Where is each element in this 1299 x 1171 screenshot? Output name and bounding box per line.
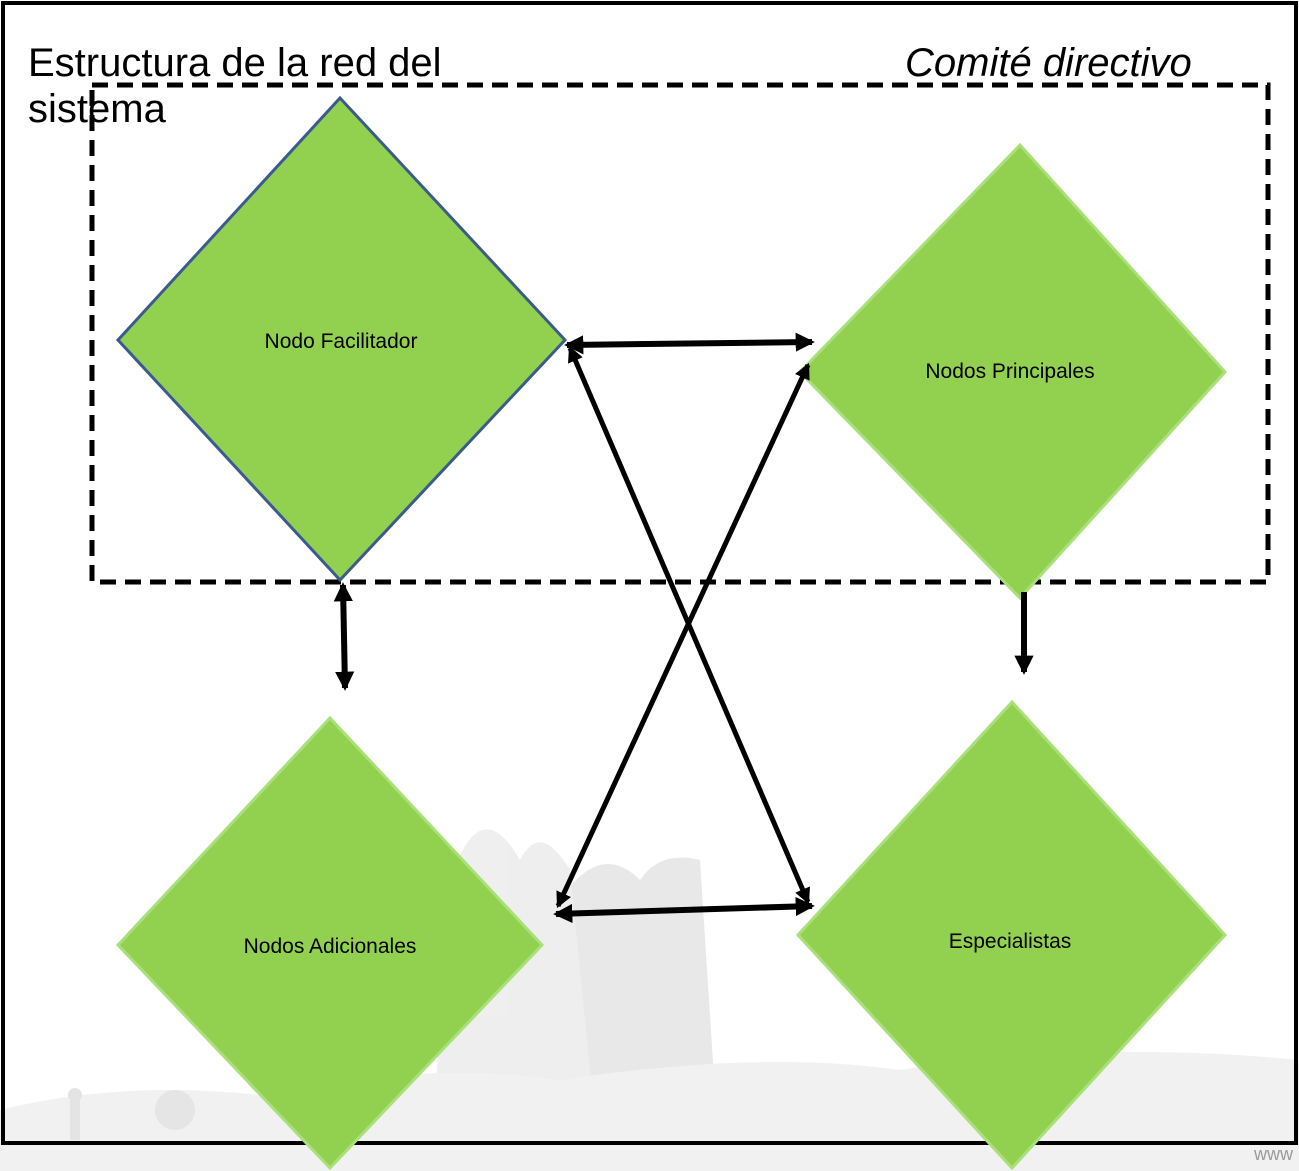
principal-label: Nodos Principales — [925, 360, 1094, 383]
additional-node — [115, 715, 545, 1171]
footer-url-fragment: www — [1254, 1144, 1293, 1164]
specialists-label: Especialistas — [949, 930, 1072, 953]
additional-label: Nodos Adicionales — [244, 935, 417, 958]
facilitator-label: Nodo Facilitador — [265, 330, 418, 353]
diagram-title: Estructura de la red del sistema — [28, 41, 442, 131]
facilitator-node — [115, 95, 568, 583]
principal-node — [797, 142, 1228, 601]
committee-label: Comité directivo — [905, 41, 1192, 85]
arrow-facilitator-additional — [333, 582, 355, 691]
arrow-facilitator-principal — [564, 332, 815, 355]
outer-frame — [1, 1, 1298, 1145]
arrow-principal-additional — [555, 362, 811, 909]
specialists-node — [795, 699, 1228, 1171]
